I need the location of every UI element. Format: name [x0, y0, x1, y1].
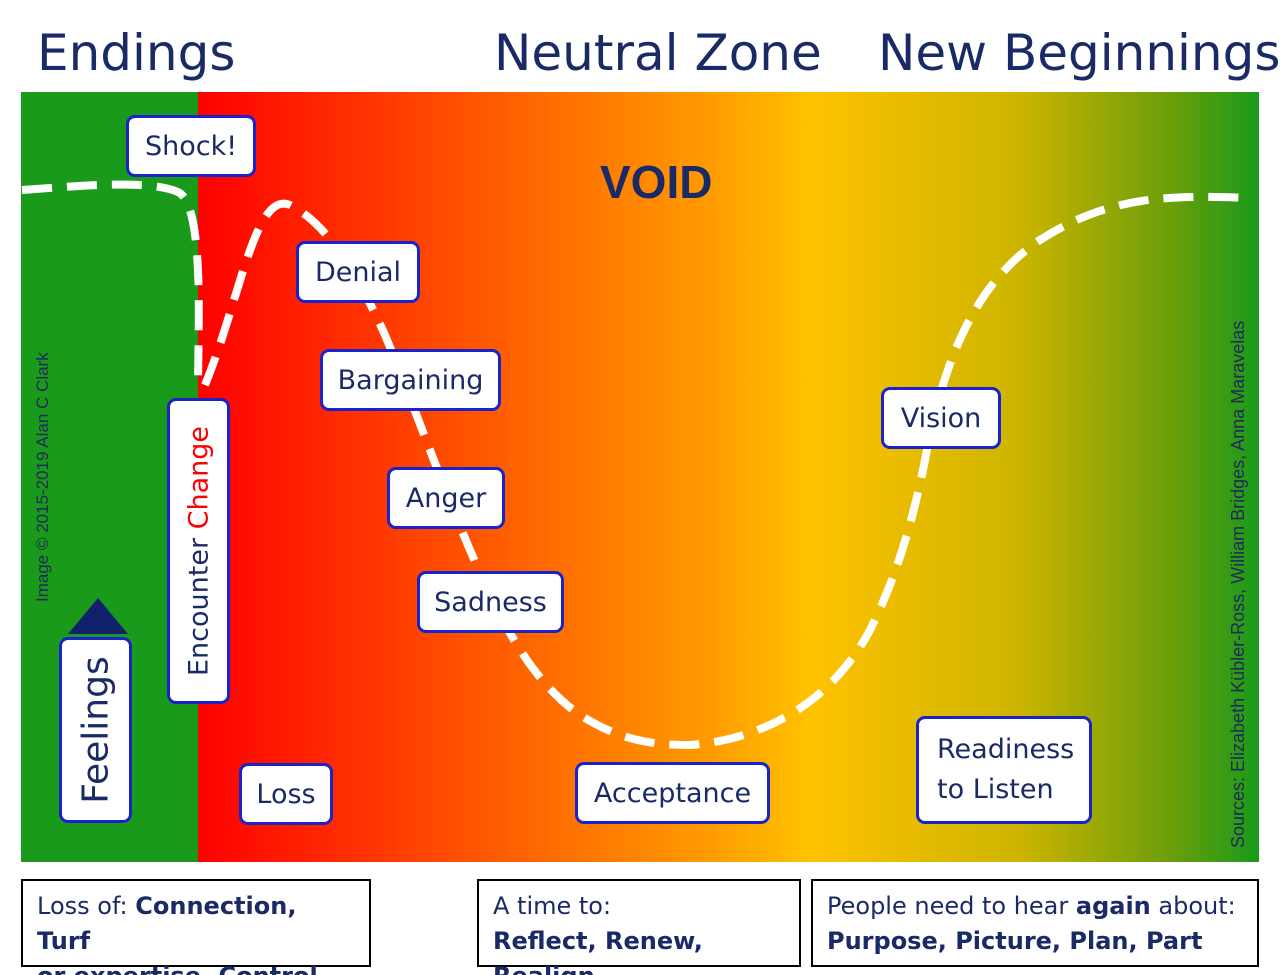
footer-neutral-line1: A time to: — [493, 892, 612, 920]
header-neutral-zone: Neutral Zone — [494, 24, 822, 82]
footer-endings-line1: Loss of: Connection, Turf — [37, 889, 355, 959]
footer-new-box: People need to hear again about: Purpose… — [811, 879, 1259, 967]
stage-sadness-label: Sadness — [434, 586, 547, 618]
stage-bargaining: Bargaining — [320, 349, 501, 411]
stage-readiness-to-listen: Readiness to Listen — [916, 716, 1092, 824]
footer-neutral-line2: Reflect, Renew, Realign — [493, 924, 785, 975]
feelings-box: Feelings — [59, 637, 132, 823]
stage-shock: Shock! — [126, 115, 256, 177]
encounter-label-part1: Encounter — [183, 537, 214, 677]
stage-acceptance-label: Acceptance — [593, 777, 752, 809]
footer-new-part2: about: — [1150, 892, 1236, 920]
footer-endings-box: Loss of: Connection, Turf or expertise, … — [21, 879, 371, 975]
stage-readiness-line1: Readiness — [937, 734, 1075, 765]
stage-anger: Anger — [387, 467, 505, 529]
stage-sadness: Sadness — [417, 571, 564, 633]
stage-shock-label: Shock! — [144, 130, 238, 162]
up-triangle-icon — [68, 598, 128, 634]
footer-neutral-box: A time to: Reflect, Renew, Realign — [477, 879, 801, 975]
footer-endings-prefix: Loss of: — [37, 892, 136, 920]
footer-endings-bold1: Connection, Turf — [37, 892, 297, 955]
footer-new-line2: Purpose, Picture, Plan, Part — [827, 924, 1243, 959]
stage-acceptance: Acceptance — [575, 762, 770, 824]
footer-new-line1: People need to hear again about: — [827, 889, 1243, 924]
footer-new-part1: People need to hear — [827, 892, 1076, 920]
encounter-change-box: Encounter Change — [167, 398, 230, 704]
stage-denial: Denial — [296, 241, 420, 303]
stage-loss: Loss — [239, 763, 333, 825]
stage-vision-label: Vision — [900, 402, 982, 434]
image-credit: Image © 2015-2019 Alan C Clark — [33, 352, 52, 602]
footer-new-bold2: Purpose, Picture, Plan, Part — [827, 927, 1203, 955]
footer-endings-bold2: or expertise, Control — [37, 962, 318, 975]
stage-readiness-line2: to Listen — [937, 774, 1054, 805]
header-endings: Endings — [37, 24, 236, 82]
stage-bargaining-label: Bargaining — [337, 364, 484, 396]
stage-vision: Vision — [881, 387, 1001, 449]
footer-new-bold: again — [1075, 892, 1151, 920]
sources-credit: Sources: Elizabeth Kübler-Ross, William … — [1228, 320, 1248, 848]
header-new-beginnings: New Beginnings — [878, 24, 1281, 82]
footer-endings-line2: or expertise, Control — [37, 959, 355, 975]
encounter-change-label: Encounter Change — [183, 426, 214, 676]
stage-loss-label: Loss — [256, 778, 316, 810]
stage-denial-label: Denial — [314, 256, 402, 288]
footer-neutral-bold: Reflect, Renew, Realign — [493, 927, 703, 975]
stage-anger-label: Anger — [405, 482, 487, 514]
encounter-label-part2: Change — [183, 425, 214, 530]
void-label: VOID — [600, 156, 713, 208]
feelings-label: Feelings — [75, 656, 116, 804]
